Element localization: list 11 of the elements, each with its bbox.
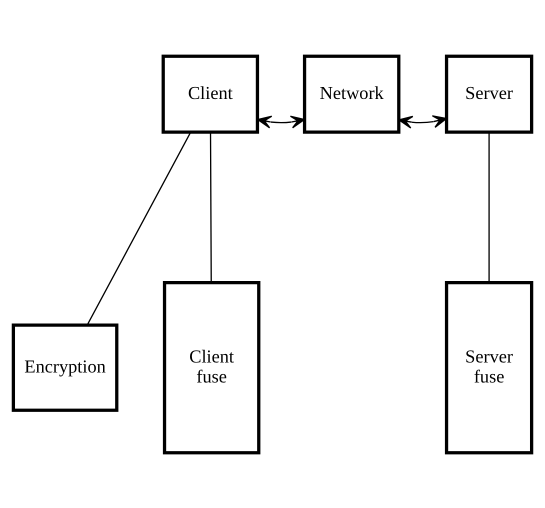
arrow [398,114,448,128]
node-box: Encryption [12,323,118,412]
node-box: Client fuse [162,280,260,454]
connector [210,132,212,282]
node-box: Server fuse [444,280,534,454]
node-box: Network [302,54,400,134]
connector [86,132,192,325]
connector [488,132,490,282]
arrow [257,115,306,128]
node-box: Client [162,54,260,134]
node-box: Server [444,54,534,134]
